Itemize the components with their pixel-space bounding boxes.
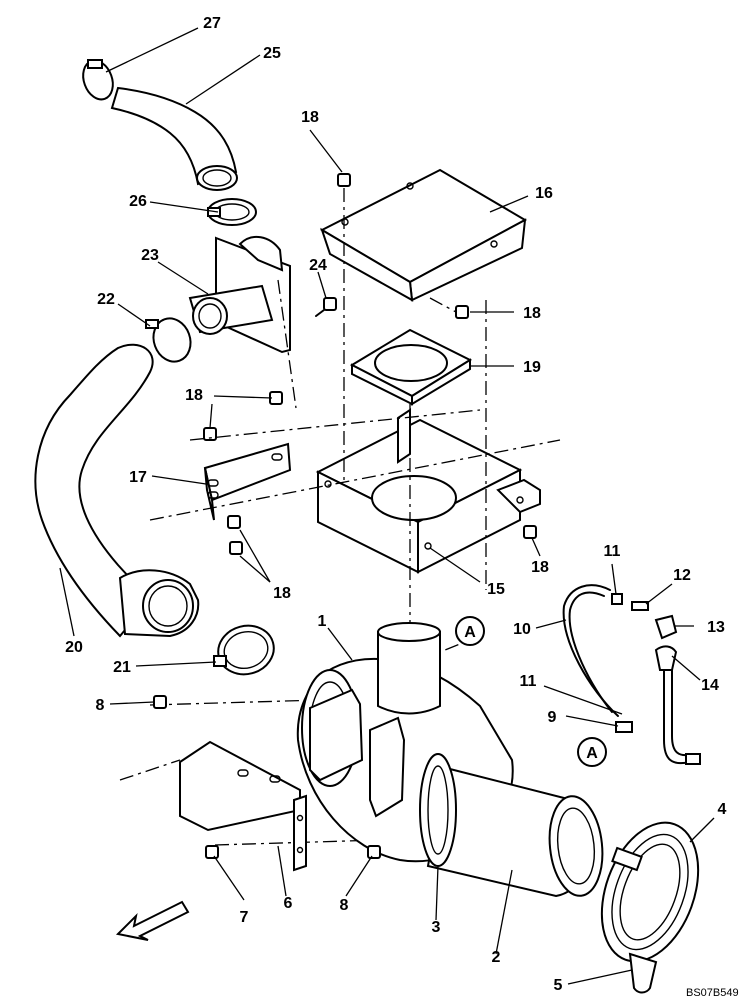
bolts-7-8 [153,695,381,859]
hose-clamp-22 [145,317,192,363]
connection-marker-label: A [464,624,476,641]
callout-8-a: 8 [96,697,105,714]
callout-10: 10 [513,621,531,638]
callout-18-a: 18 [301,109,319,126]
intake-hose-lower [34,343,200,638]
callout-1: 1 [318,613,327,630]
callout-11-a: 11 [604,543,621,560]
dust-valve-5 [628,952,658,994]
callout-20: 20 [65,639,83,656]
indicator-fittings [611,593,701,765]
callout-14: 14 [701,677,719,694]
callout-8-b: 8 [340,897,349,914]
cover-4 [600,821,700,963]
front-direction-arrow-icon [115,900,190,941]
callout-27: 27 [203,15,221,32]
band-3 [419,753,457,867]
bracket-17 [203,442,292,521]
connection-marker-label: A [586,745,598,762]
connection-marker-top: A [455,616,485,646]
mounting-bracket-6 [179,740,307,872]
callout-3: 3 [432,919,441,936]
intake-hose-upper [110,86,238,191]
callout-2: 2 [492,949,501,966]
callout-26: 26 [129,193,147,210]
leader-lines [59,27,715,985]
callout-11-b: 11 [520,673,537,690]
housing-box-15 [315,408,541,574]
callout-13: 13 [707,619,725,636]
callout-18-b: 18 [523,305,541,322]
hose-clamp-21 [213,624,275,676]
callout-5: 5 [554,977,563,994]
callout-16: 16 [535,185,553,202]
callout-18-e: 18 [531,559,549,576]
callout-21: 21 [113,659,131,676]
callout-22: 22 [97,291,115,308]
connection-marker-bottom: A [577,737,607,767]
callout-18-d: 18 [273,585,291,602]
callout-7: 7 [240,909,249,926]
elbow-pipe-23 [188,235,291,354]
callout-19: 19 [523,359,541,376]
callout-15: 15 [487,581,505,598]
callout-25: 25 [263,45,281,62]
callout-12: 12 [673,567,691,584]
filter-element-2 [426,766,604,898]
gasket-19 [349,328,473,406]
callout-23: 23 [141,247,159,264]
indicator-hose-10 [562,584,619,717]
hose-clamp-27 [82,59,114,101]
callout-labels: 27 25 26 23 24 22 18 16 18 19 18 17 18 1… [65,15,726,994]
callout-4: 4 [718,801,727,818]
callout-17: 17 [129,469,147,486]
callout-18-c: 18 [185,387,203,404]
top-cover-16 [319,168,528,302]
bolt-24 [315,297,337,317]
drawing-code: BS07B549 [686,987,739,999]
callout-9: 9 [548,709,557,726]
callout-6: 6 [284,895,293,912]
callout-24: 24 [309,257,327,274]
